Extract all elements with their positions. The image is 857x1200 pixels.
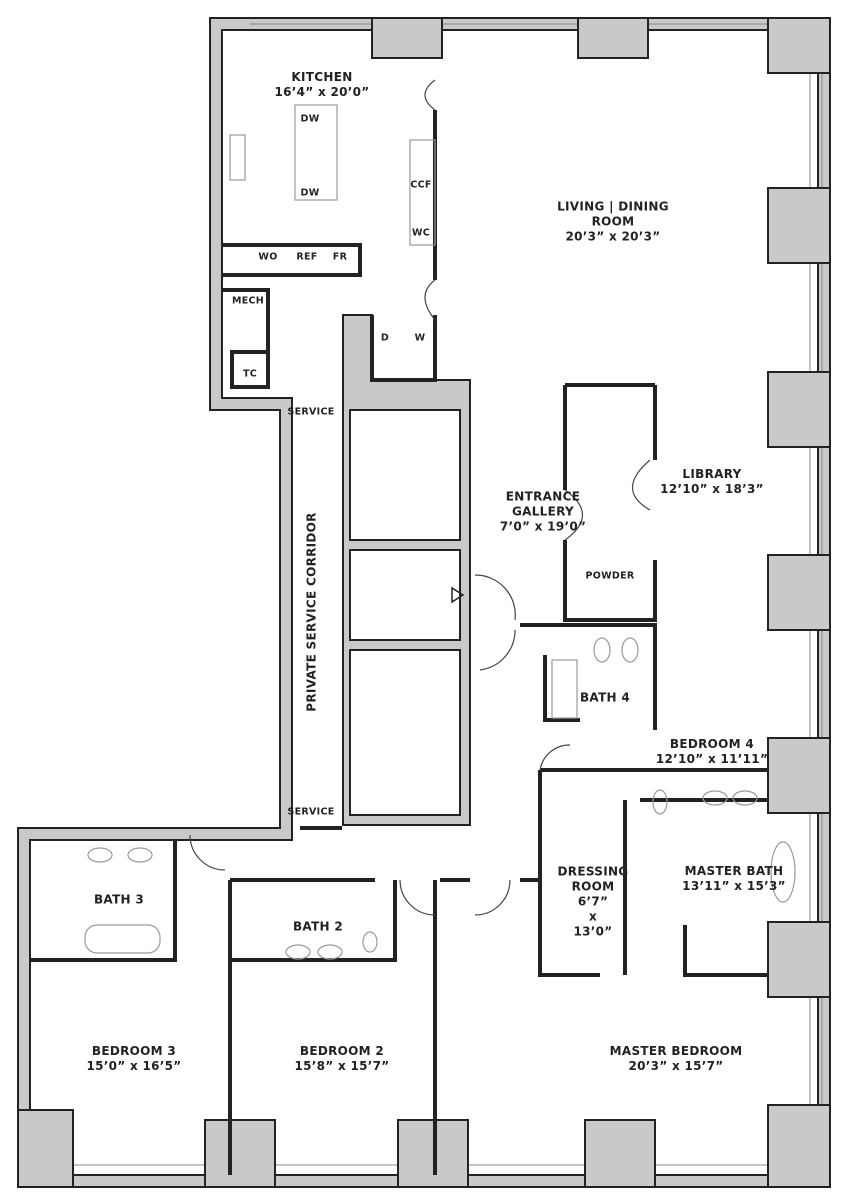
room-name: MASTER BATH [684,864,784,878]
piers [17,17,831,1188]
dryer-label: D [380,332,390,344]
doors [189,79,651,916]
room-name: LIVING | DINING [557,199,669,214]
dishwasher-label: DW [300,113,320,125]
room-name: BEDROOM 3 [91,1044,177,1058]
room-name: GALLERY [511,504,574,519]
room-dims: 6’7” [577,894,609,909]
room-name: DRESSING [557,864,629,879]
room-dims: 7’0” x 19’0” [499,519,587,534]
service-label: SERVICE [287,806,335,818]
refrigerator-label: REF [296,251,318,263]
room-name: PRIVATE SERVICE CORRIDOR [304,512,319,712]
service-label: SERVICE [287,406,335,418]
room-dims: 12’10” x 11’11” [655,752,769,766]
fixtures [84,104,796,960]
ccf-label: CCF [410,179,432,191]
mech-label: MECH [231,295,265,307]
room-name: ENTRANCE [505,489,581,504]
room-dims: x [588,909,598,924]
room-dims: 20’3” x 15’7” [628,1059,724,1073]
tc-label: TC [242,368,258,380]
elevator-shafts [349,409,461,816]
room-name: BATH 3 [93,892,145,907]
room-dims: 13’11” x 15’3” [682,879,786,893]
room-name: BEDROOM 4 [669,737,755,751]
room-name: LIBRARY [682,467,742,481]
room-dims: 15’8” x 15’7” [294,1059,390,1073]
freezer-label: FR [332,251,348,263]
room-name: BEDROOM 2 [299,1044,385,1058]
dishwasher-label: DW [300,187,320,199]
powder-room-label: POWDER [585,570,635,582]
room-name: KITCHEN [291,70,353,84]
wine-cooler-label: WC [411,227,431,239]
room-bath-2: BATH 2 [293,920,343,935]
wall-oven-label: WO [258,251,278,263]
interior-walls [30,110,768,1175]
elevator-arrow-icon [451,586,465,604]
room-name: ROOM [591,214,635,229]
room-name: MASTER BEDROOM [609,1044,743,1058]
room-bath-4: BATH 4 [580,691,630,706]
room-dims: 16’4” x 20’0” [274,85,370,99]
room-name: BATH 2 [292,919,344,934]
washer-label: W [414,332,426,344]
room-name: BATH 4 [579,690,631,705]
room-dims: 20’3” x 20’3” [565,229,661,244]
room-dims: 13’0” [573,924,613,939]
room-dims: 12’10” x 18’3” [660,482,764,496]
room-name: ROOM [571,879,615,894]
room-dims: 15’0” x 16’5” [86,1059,182,1073]
room-bath-3: BATH 3 [94,893,144,908]
room-private-service-corridor: PRIVATE SERVICE CORRIDOR [305,512,320,711]
